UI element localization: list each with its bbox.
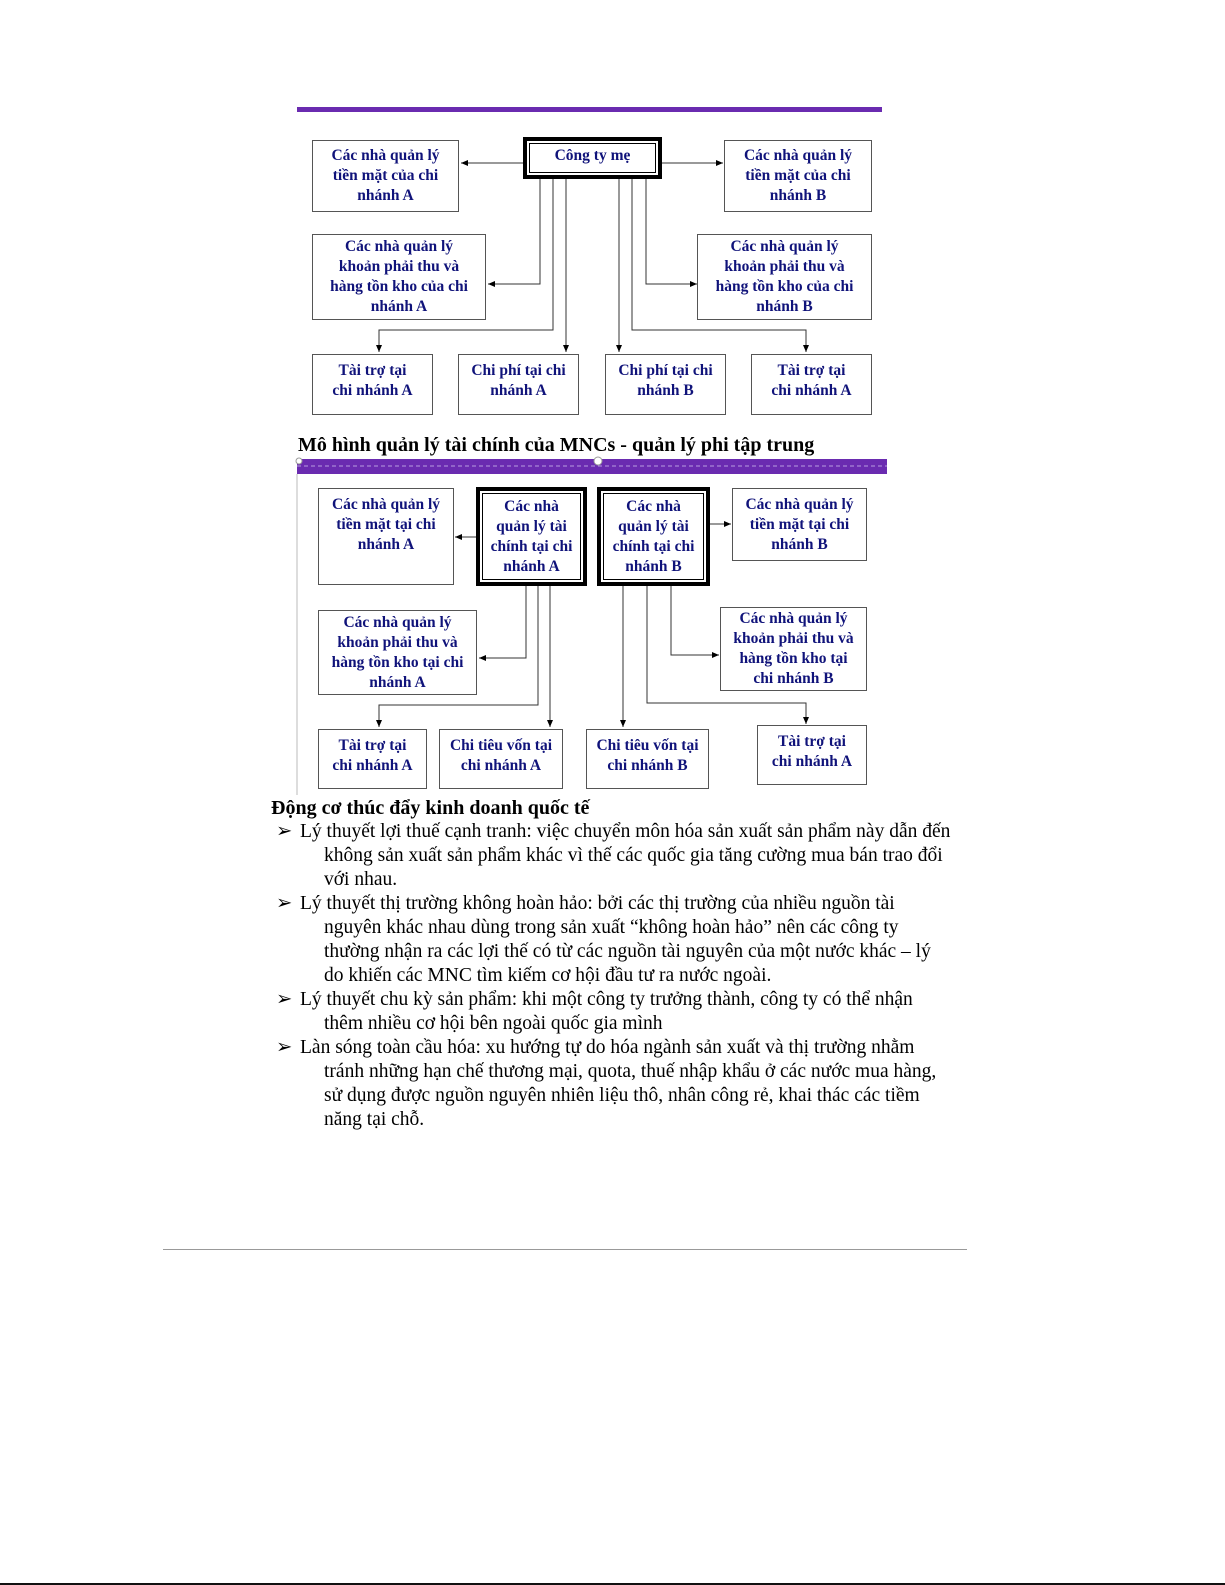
list-item: ➢Làn sóng toàn cầu hóa: xu hướng tự do h…	[276, 1037, 937, 1130]
box2-receivables-inventory-a: Các nhà quản lý khoản phải thu và hàng t…	[318, 610, 477, 695]
box2-capex-a: Chi tiêu vốn tại chi nhánh A	[439, 729, 563, 789]
bullet-text: Lý thuyết lợi thuế cạnh tranh: việc chuy…	[300, 821, 951, 890]
box-financing-a: Tài trợ tại chi nhánh A	[312, 354, 433, 415]
bullet-text: Lý thuyết chu kỳ sản phẩm: khi một công …	[300, 989, 913, 1034]
list-item: ➢ Lý thuyết thị trường không hoàn hảo: b…	[276, 893, 931, 986]
box-financing-b: Tài trợ tại chi nhánh A	[751, 354, 872, 415]
diagram-connectors	[295, 107, 887, 795]
box2-capex-b: Chi tiêu vốn tại chi nhánh B	[586, 729, 709, 789]
box2-financing-b: Tài trợ tại chi nhánh A	[757, 725, 867, 785]
box-costs-a: Chi phí tại chi nhánh A	[458, 354, 579, 415]
box-receivables-inventory-a: Các nhà quản lý khoản phải thu và hàng t…	[312, 234, 486, 320]
box-cash-managers-b: Các nhà quản lý tiền mặt của chi nhánh B	[724, 140, 872, 212]
box-costs-b: Chi phí tại chi nhánh B	[605, 354, 726, 415]
list-item: ➢Lý thuyết lợi thuế cạnh tranh: việc chu…	[276, 821, 951, 890]
bullet-list: ➢Lý thuyết lợi thuế cạnh tranh: việc chu…	[272, 820, 952, 1132]
box-cash-managers-a: Các nhà quản lý tiền mặt của chi nhánh A	[312, 140, 459, 212]
box2-cash-managers-b: Các nhà quản lý tiền mặt tại chi nhánh B	[732, 488, 867, 561]
box2-financing-a: Tài trợ tại chi nhánh A	[318, 729, 427, 789]
box2-receivables-inventory-b: Các nhà quản lý khoản phải thu và hàng t…	[720, 607, 867, 691]
diagram1-purple-bar	[297, 107, 882, 112]
bullet-text: Làn sóng toàn cầu hóa: xu hướng tự do hó…	[300, 1037, 937, 1130]
section-heading: Động cơ thúc đẩy kinh doanh quốc tế	[271, 797, 590, 819]
list-item: ➢ Lý thuyết chu kỳ sản phẩm: khi một côn…	[276, 989, 913, 1034]
box2-financial-managers-a: Các nhà quản lý tài chính tại chi nhánh …	[476, 487, 587, 586]
box-parent-company: Công ty mẹ	[523, 137, 662, 179]
box2-financial-managers-b: Các nhà quản lý tài chính tại chi nhánh …	[597, 487, 710, 586]
bullet-text: Lý thuyết thị trường không hoàn hảo: bởi…	[300, 893, 931, 986]
diagram2-title: Mô hình quản lý tài chính của MNCs - quả…	[298, 434, 815, 456]
box2-cash-managers-a: Các nhà quản lý tiền mặt tại chi nhánh A	[318, 488, 454, 585]
page-bottom-edge	[0, 1583, 1225, 1585]
box-receivables-inventory-b: Các nhà quản lý khoản phải thu và hàng t…	[697, 234, 872, 320]
footer-divider	[163, 1249, 967, 1250]
